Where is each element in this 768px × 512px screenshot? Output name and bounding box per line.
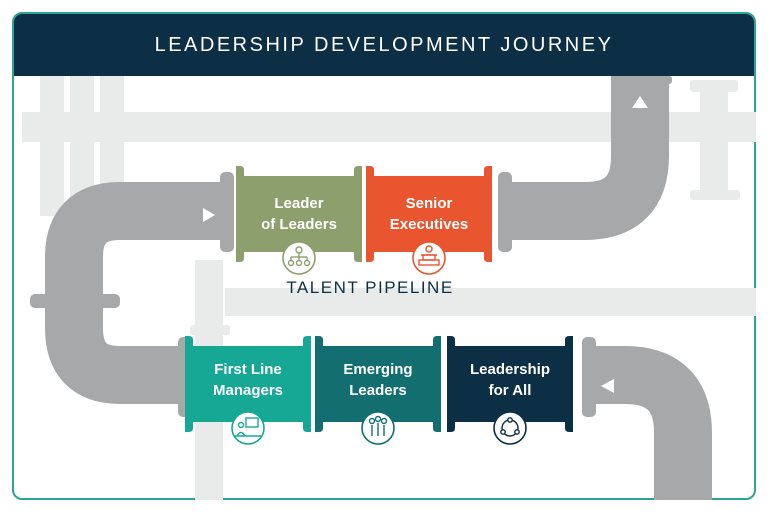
- stage-label-line2: Executives: [389, 216, 469, 233]
- stage-label-line2: of Leaders: [261, 216, 337, 233]
- stage-label-first-line-managers: First Line Managers: [193, 359, 303, 401]
- group-people-icon: [361, 411, 395, 445]
- stage-segment-senior-executives: [366, 166, 492, 262]
- main-pipes: [45, 76, 712, 500]
- stage-label-line2: Managers: [212, 382, 284, 399]
- stage-segment-emerging-leaders: [315, 336, 441, 432]
- stage-label-line1: Emerging: [343, 361, 413, 378]
- stage-icons: [231, 241, 527, 445]
- stage-label-leadership-for-all: Leadership for All: [455, 359, 565, 401]
- stage-label-line2: for All: [488, 382, 532, 399]
- stage-label-leader-of-leaders: Leader of Leaders: [244, 193, 354, 235]
- arrow-up-icon: [632, 96, 648, 108]
- stage-label-line1: Leadership: [469, 361, 551, 378]
- stage-label-line1: First Line: [214, 361, 282, 378]
- stage-label-line1: Senior: [405, 195, 453, 212]
- pipeline-label: TALENT PIPELINE: [286, 278, 454, 297]
- stage-segment-first-line-managers: [185, 336, 311, 432]
- page-title: LEADERSHIP DEVELOPMENT JOURNEY: [154, 33, 614, 56]
- stage-label-emerging-leaders: Emerging Leaders: [323, 359, 433, 401]
- stage-segments: [185, 166, 573, 432]
- manager-presentation-icon: [231, 411, 265, 445]
- flow-arrows: [203, 96, 648, 393]
- stage-label-line2: Leaders: [349, 382, 407, 399]
- org-chart-icon: [282, 241, 316, 275]
- stage-label-line1: Leader: [274, 195, 324, 212]
- stage-label-senior-executives: Senior Executives: [374, 193, 484, 235]
- arrow-right-icon: [203, 208, 215, 222]
- stage-segment-leadership-for-all: [447, 336, 573, 432]
- header-bar: LEADERSHIP DEVELOPMENT JOURNEY: [14, 14, 754, 76]
- pipe-couplings: [30, 76, 672, 417]
- stage-segment-leader-of-leaders: [236, 166, 362, 262]
- executive-podium-icon: [412, 241, 446, 275]
- circle-network-icon: [493, 411, 527, 445]
- arrow-left-icon: [601, 379, 614, 393]
